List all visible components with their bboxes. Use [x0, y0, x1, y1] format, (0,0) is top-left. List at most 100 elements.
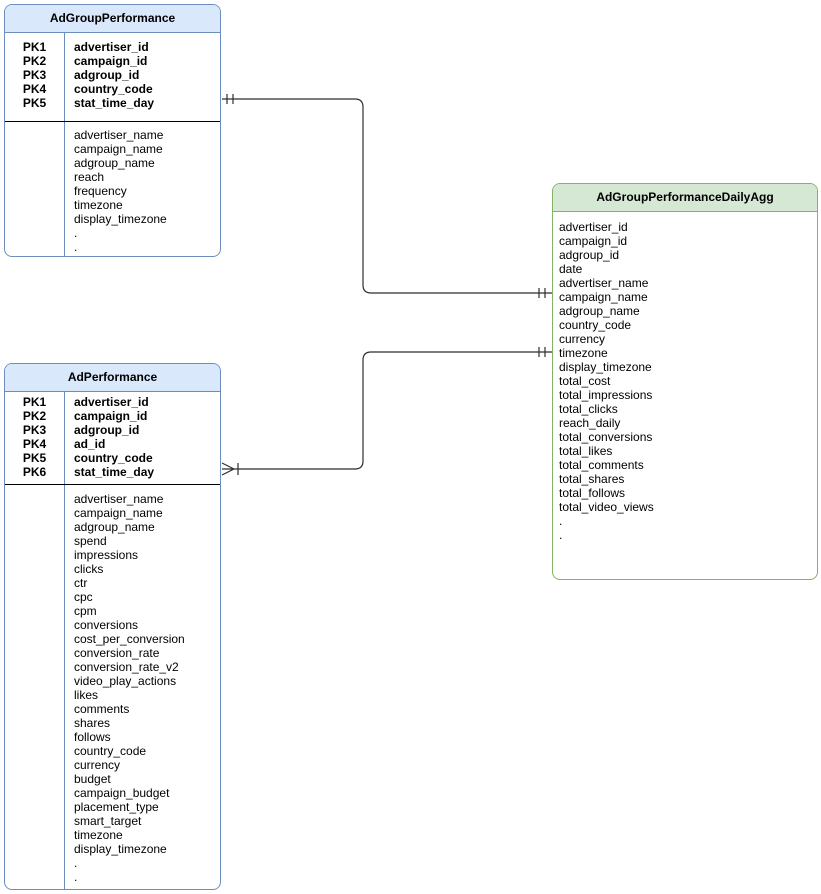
field-name: display_timezone [559, 360, 652, 374]
field-name: total_shares [559, 472, 625, 486]
field-name: likes [74, 688, 99, 702]
key-row: PK5 stat_time_day [5, 96, 220, 110]
field-name: . [74, 240, 78, 254]
key-field-name: campaign_id [74, 409, 148, 423]
field-name: currency [559, 332, 606, 346]
field-name: currency [74, 758, 121, 772]
field-name: total_impressions [559, 388, 653, 402]
field-name: display_timezone [74, 842, 167, 856]
field-name: cost_per_conversion [74, 632, 185, 646]
pk-label: PK4 [22, 437, 47, 451]
field-name: timezone [74, 198, 123, 212]
key-row: PK6 stat_time_day [5, 465, 220, 479]
key-row: PK4 ad_id [5, 437, 220, 451]
field-name: total_clicks [559, 402, 618, 416]
pk-label: PK5 [22, 451, 47, 465]
key-field-name: ad_id [74, 437, 106, 451]
field-name: cpm [74, 604, 97, 618]
field-name: total_conversions [559, 430, 653, 444]
field-name: shares [74, 716, 111, 730]
key-field-name: stat_time_day [74, 465, 155, 479]
field-name: advertiser_id [559, 220, 628, 234]
pk-label: PK3 [22, 423, 47, 437]
pk-label: PK5 [22, 96, 47, 110]
field-name: video_play_actions [74, 674, 177, 688]
attribute-section: advertiser_name campaign_name adgroup_na… [5, 485, 220, 889]
field-name: adgroup_name [74, 520, 155, 534]
pk-label: PK1 [22, 395, 47, 409]
cardinality-one-and-only-one-icon [538, 347, 546, 357]
field-name: . [74, 856, 78, 870]
primary-key-section: PK1 advertiser_id PK2 campaign_id PK3 ad… [5, 392, 220, 485]
field-name: timezone [74, 828, 123, 842]
pk-column-divider [64, 392, 65, 889]
key-field-name: adgroup_id [74, 68, 140, 82]
pk-label: PK2 [22, 409, 47, 423]
key-field-name: stat_time_day [74, 96, 155, 110]
field-name: campaign_budget [74, 786, 170, 800]
pk-label: PK4 [22, 82, 47, 96]
entity-adgroupperformancedailyagg[interactable]: AdGroupPerformanceDailyAgg advertiser_id… [552, 183, 818, 580]
key-field-name: country_code [74, 451, 153, 465]
attribute-section: advertiser_id campaign_id adgroup_id dat… [553, 212, 817, 579]
field-name: campaign_id [559, 234, 628, 248]
entity-title: AdGroupPerformance [5, 5, 220, 33]
field-name: smart_target [74, 814, 142, 828]
key-field-name: campaign_id [74, 54, 148, 68]
entity-title: AdGroupPerformanceDailyAgg [553, 184, 817, 212]
field-name: total_comments [559, 458, 644, 472]
field-name: reach [74, 170, 105, 184]
pk-label: PK3 [22, 68, 47, 82]
field-name: spend [74, 534, 107, 548]
field-name: clicks [74, 562, 104, 576]
edge-adperformance-to-dailyagg[interactable] [221, 347, 552, 476]
field-name: adgroup_id [559, 248, 620, 262]
key-field-name: advertiser_id [74, 40, 149, 54]
edge-path[interactable] [222, 98, 552, 294]
entity-title: AdPerformance [5, 364, 220, 392]
field-name: adgroup_name [74, 156, 155, 170]
cardinality-one-and-only-one-icon [538, 288, 546, 298]
field-name: total_follows [559, 486, 626, 500]
field-name: advertiser_name [559, 276, 649, 290]
field-name: reach_daily [559, 416, 621, 430]
edge-adgroupperformance-to-dailyagg[interactable] [222, 94, 552, 298]
key-row: PK5 country_code [5, 451, 220, 465]
cardinality-one-and-only-one-icon [226, 94, 234, 104]
pk-label: PK2 [22, 54, 47, 68]
field-name: budget [74, 772, 111, 786]
key-row: PK2 campaign_id [5, 54, 220, 68]
field-name: campaign_name [559, 290, 648, 304]
key-row: PK1 advertiser_id [5, 40, 220, 54]
field-name: advertiser_name [74, 128, 164, 142]
field-name: placement_type [74, 800, 159, 814]
field-name: conversion_rate [74, 646, 160, 660]
field-name: campaign_name [74, 506, 163, 520]
field-name: cpc [74, 590, 93, 604]
entity-adgroupperformance[interactable]: AdGroupPerformance PK1 advertiser_id PK2… [4, 4, 221, 257]
field-name: country_code [74, 744, 147, 758]
pk-column-divider [64, 33, 65, 256]
field-name: country_code [559, 318, 632, 332]
field-name: campaign_name [74, 142, 163, 156]
field-name: adgroup_name [559, 304, 640, 318]
key-row: PK3 adgroup_id [5, 423, 220, 437]
key-row: PK1 advertiser_id [5, 395, 220, 409]
attribute-section: advertiser_name campaign_name adgroup_na… [5, 122, 220, 256]
pk-label: PK6 [22, 465, 47, 479]
entity-adperformance[interactable]: AdPerformance PK1 advertiser_id PK2 camp… [4, 363, 221, 890]
field-name: . [74, 226, 78, 240]
field-name: frequency [74, 184, 127, 198]
field-name: total_cost [559, 374, 611, 388]
edge-path[interactable] [234, 351, 552, 470]
cardinality-many-crow-foot-icon [221, 462, 239, 476]
field-name: . [559, 528, 563, 542]
key-row: PK3 adgroup_id [5, 68, 220, 82]
field-name: . [74, 870, 78, 884]
primary-key-section: PK1 advertiser_id PK2 campaign_id PK3 ad… [5, 33, 220, 122]
key-row: PK2 campaign_id [5, 409, 220, 423]
field-name: follows [74, 730, 111, 744]
field-name: impressions [74, 548, 139, 562]
